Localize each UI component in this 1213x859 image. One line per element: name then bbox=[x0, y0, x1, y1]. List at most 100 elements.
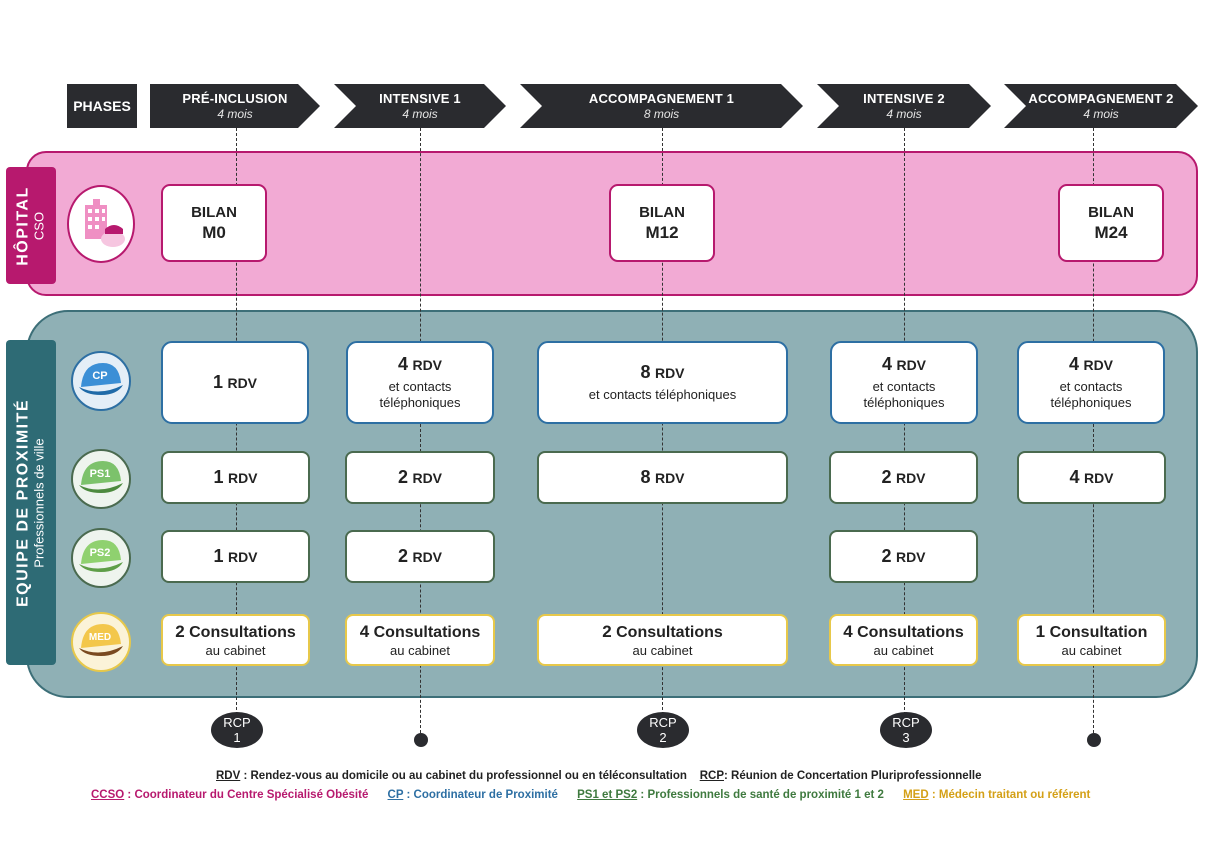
phase-duration: 8 mois bbox=[643, 107, 680, 121]
cell-number: 2 bbox=[602, 622, 612, 641]
legend-rdv-text: : Rendez-vous au domicile ou au cabinet … bbox=[240, 770, 687, 782]
rcp-number: 2 bbox=[659, 730, 667, 745]
med-cell-3: 2 Consultations au cabinet bbox=[537, 614, 788, 666]
legend-rcp-text: : Réunion de Concertation Pluriprofessio… bbox=[723, 770, 982, 782]
cell-number: 2 bbox=[397, 467, 408, 487]
ps1-cell-4: 2 RDV bbox=[829, 451, 978, 504]
cell-number: 2 bbox=[881, 546, 892, 566]
med-cell-4: 4 Consultations au cabinet bbox=[829, 614, 978, 666]
ps1-cell-1: 1 RDV bbox=[161, 451, 310, 504]
cell-unit: RDV bbox=[896, 357, 927, 374]
bilan-label: BILAN bbox=[1088, 203, 1134, 221]
phase-intensive-1: INTENSIVE 1 4 mois bbox=[334, 84, 506, 128]
cp-cap-icon: CP bbox=[71, 351, 131, 411]
cell-number: 1 bbox=[213, 546, 224, 566]
ps2-cell-1: 1 RDV bbox=[161, 530, 310, 583]
legend-cp-text: : Coordinateur de Proximité bbox=[403, 789, 558, 801]
cell-unit: Consultations bbox=[616, 624, 723, 641]
timeline-line-4 bbox=[904, 128, 905, 720]
cell-sub: au cabinet bbox=[390, 643, 450, 658]
hospital-subtitle: CSO bbox=[31, 211, 47, 240]
cell-unit: RDV bbox=[1083, 357, 1114, 374]
legend-cp-abbr: CP bbox=[387, 789, 404, 801]
cell-unit: Consultation bbox=[1049, 624, 1148, 641]
team-title: EQUIPE DE PROXIMITÉ bbox=[14, 398, 32, 607]
timeline-line-3 bbox=[662, 128, 663, 720]
bilan-month: M24 bbox=[1094, 222, 1128, 242]
legend-ccso-abbr: CCSO bbox=[91, 789, 125, 801]
cp-cell-1: 1 RDV bbox=[161, 341, 309, 424]
med-cell-2: 4 Consultations au cabinet bbox=[345, 614, 495, 666]
cell-sub: au cabinet bbox=[873, 643, 934, 658]
hospital-title: HÔPITAL bbox=[14, 185, 32, 266]
team-side-label: EQUIPE DE PROXIMITÉ Professionnels de vi… bbox=[6, 340, 56, 665]
cell-number: 4 bbox=[1069, 467, 1080, 487]
cell-sub: et contacts téléphoniques bbox=[1050, 379, 1132, 410]
cell-sub: au cabinet bbox=[1061, 643, 1122, 658]
bilan-label: BILAN bbox=[639, 203, 685, 221]
cell-unit: Consultations bbox=[857, 624, 964, 641]
cell-unit: RDV bbox=[412, 470, 443, 486]
phase-duration: 4 mois bbox=[402, 107, 438, 121]
timeline-line-1 bbox=[236, 128, 237, 720]
cell-unit: RDV bbox=[654, 470, 685, 486]
hospital-side-label: HÔPITAL CSO bbox=[6, 167, 56, 284]
cell-unit: RDV bbox=[654, 365, 685, 382]
phase-duration: 4 mois bbox=[217, 107, 253, 121]
legend-line-1: RDV : Rendez-vous au domicile ou au cabi… bbox=[216, 770, 981, 782]
cell-number: 2 bbox=[175, 622, 185, 641]
phase-name: INTENSIVE 1 bbox=[379, 91, 461, 106]
med-cell-1: 2 Consultations au cabinet bbox=[161, 614, 310, 666]
rcp-label: RCP bbox=[223, 715, 251, 730]
cell-sub: au cabinet bbox=[205, 643, 266, 658]
ps2-cap-icon: PS2 bbox=[71, 528, 131, 588]
cell-unit: RDV bbox=[895, 470, 926, 486]
timeline-end-dot bbox=[1087, 733, 1101, 747]
cell-sub: au cabinet bbox=[632, 643, 693, 658]
phase-duration: 4 mois bbox=[886, 107, 922, 121]
legend-ps-text: : Professionnels de santé de proximité 1… bbox=[637, 789, 884, 801]
cell-number: 4 bbox=[359, 622, 370, 641]
cell-unit: Consultations bbox=[189, 624, 296, 641]
rcp-number: 3 bbox=[902, 730, 910, 745]
med-icon-label: MED bbox=[89, 632, 111, 643]
cp-cell-4: 4 RDV et contacts téléphoniques bbox=[830, 341, 978, 424]
cell-unit: RDV bbox=[895, 549, 926, 565]
bilan-month: M12 bbox=[645, 222, 679, 242]
cp-cell-5: 4 RDV et contacts téléphoniques bbox=[1017, 341, 1165, 424]
rcp-number: 1 bbox=[233, 730, 241, 745]
bilan-month: M0 bbox=[202, 222, 226, 242]
cell-number: 8 bbox=[640, 362, 651, 383]
legend-rcp-abbr: RCP bbox=[699, 770, 724, 782]
legend-rdv-abbr: RDV bbox=[216, 770, 241, 782]
phase-name: ACCOMPAGNEMENT 1 bbox=[588, 91, 735, 106]
phase-name: PRÉ-INCLUSION bbox=[182, 91, 288, 106]
hospital-icon bbox=[67, 185, 135, 263]
cell-number: 2 bbox=[397, 546, 408, 566]
cell-number: 4 bbox=[881, 354, 892, 375]
med-cell-5: 1 Consultation au cabinet bbox=[1017, 614, 1166, 666]
med-cap-icon: MED bbox=[71, 612, 131, 672]
ps1-cell-2: 2 RDV bbox=[345, 451, 495, 504]
rcp-3-marker: RCP 3 bbox=[880, 712, 932, 748]
cp-icon-label: CP bbox=[92, 370, 107, 382]
cp-cell-3: 8 RDV et contacts téléphoniques bbox=[537, 341, 788, 424]
phase-accompagnement-1: ACCOMPAGNEMENT 1 8 mois bbox=[520, 84, 803, 128]
cp-cell-2: 4 RDV et contacts téléphoniques bbox=[346, 341, 494, 424]
cell-sub: et contacts téléphoniques bbox=[863, 379, 945, 410]
rcp-label: RCP bbox=[892, 715, 920, 730]
phase-duration: 4 mois bbox=[1083, 107, 1119, 121]
cell-unit: RDV bbox=[412, 357, 443, 374]
cell-number: 4 bbox=[397, 354, 408, 375]
cell-number: 8 bbox=[640, 467, 651, 487]
legend-med-text: : Médecin traitant ou référent bbox=[928, 789, 1091, 801]
bilan-m12-card: BILAN M12 bbox=[609, 184, 715, 262]
rcp-2-marker: RCP 2 bbox=[637, 712, 689, 748]
ps2-cell-2: 2 RDV bbox=[345, 530, 495, 583]
cell-number: 1 bbox=[213, 467, 224, 487]
cell-unit: RDV bbox=[1083, 470, 1114, 486]
team-subtitle: Professionnels de ville bbox=[31, 437, 47, 568]
phase-accompagnement-2: ACCOMPAGNEMENT 2 4 mois bbox=[1004, 84, 1198, 128]
ps2-cell-3: 2 RDV bbox=[829, 530, 978, 583]
timeline-end-dot bbox=[414, 733, 428, 747]
